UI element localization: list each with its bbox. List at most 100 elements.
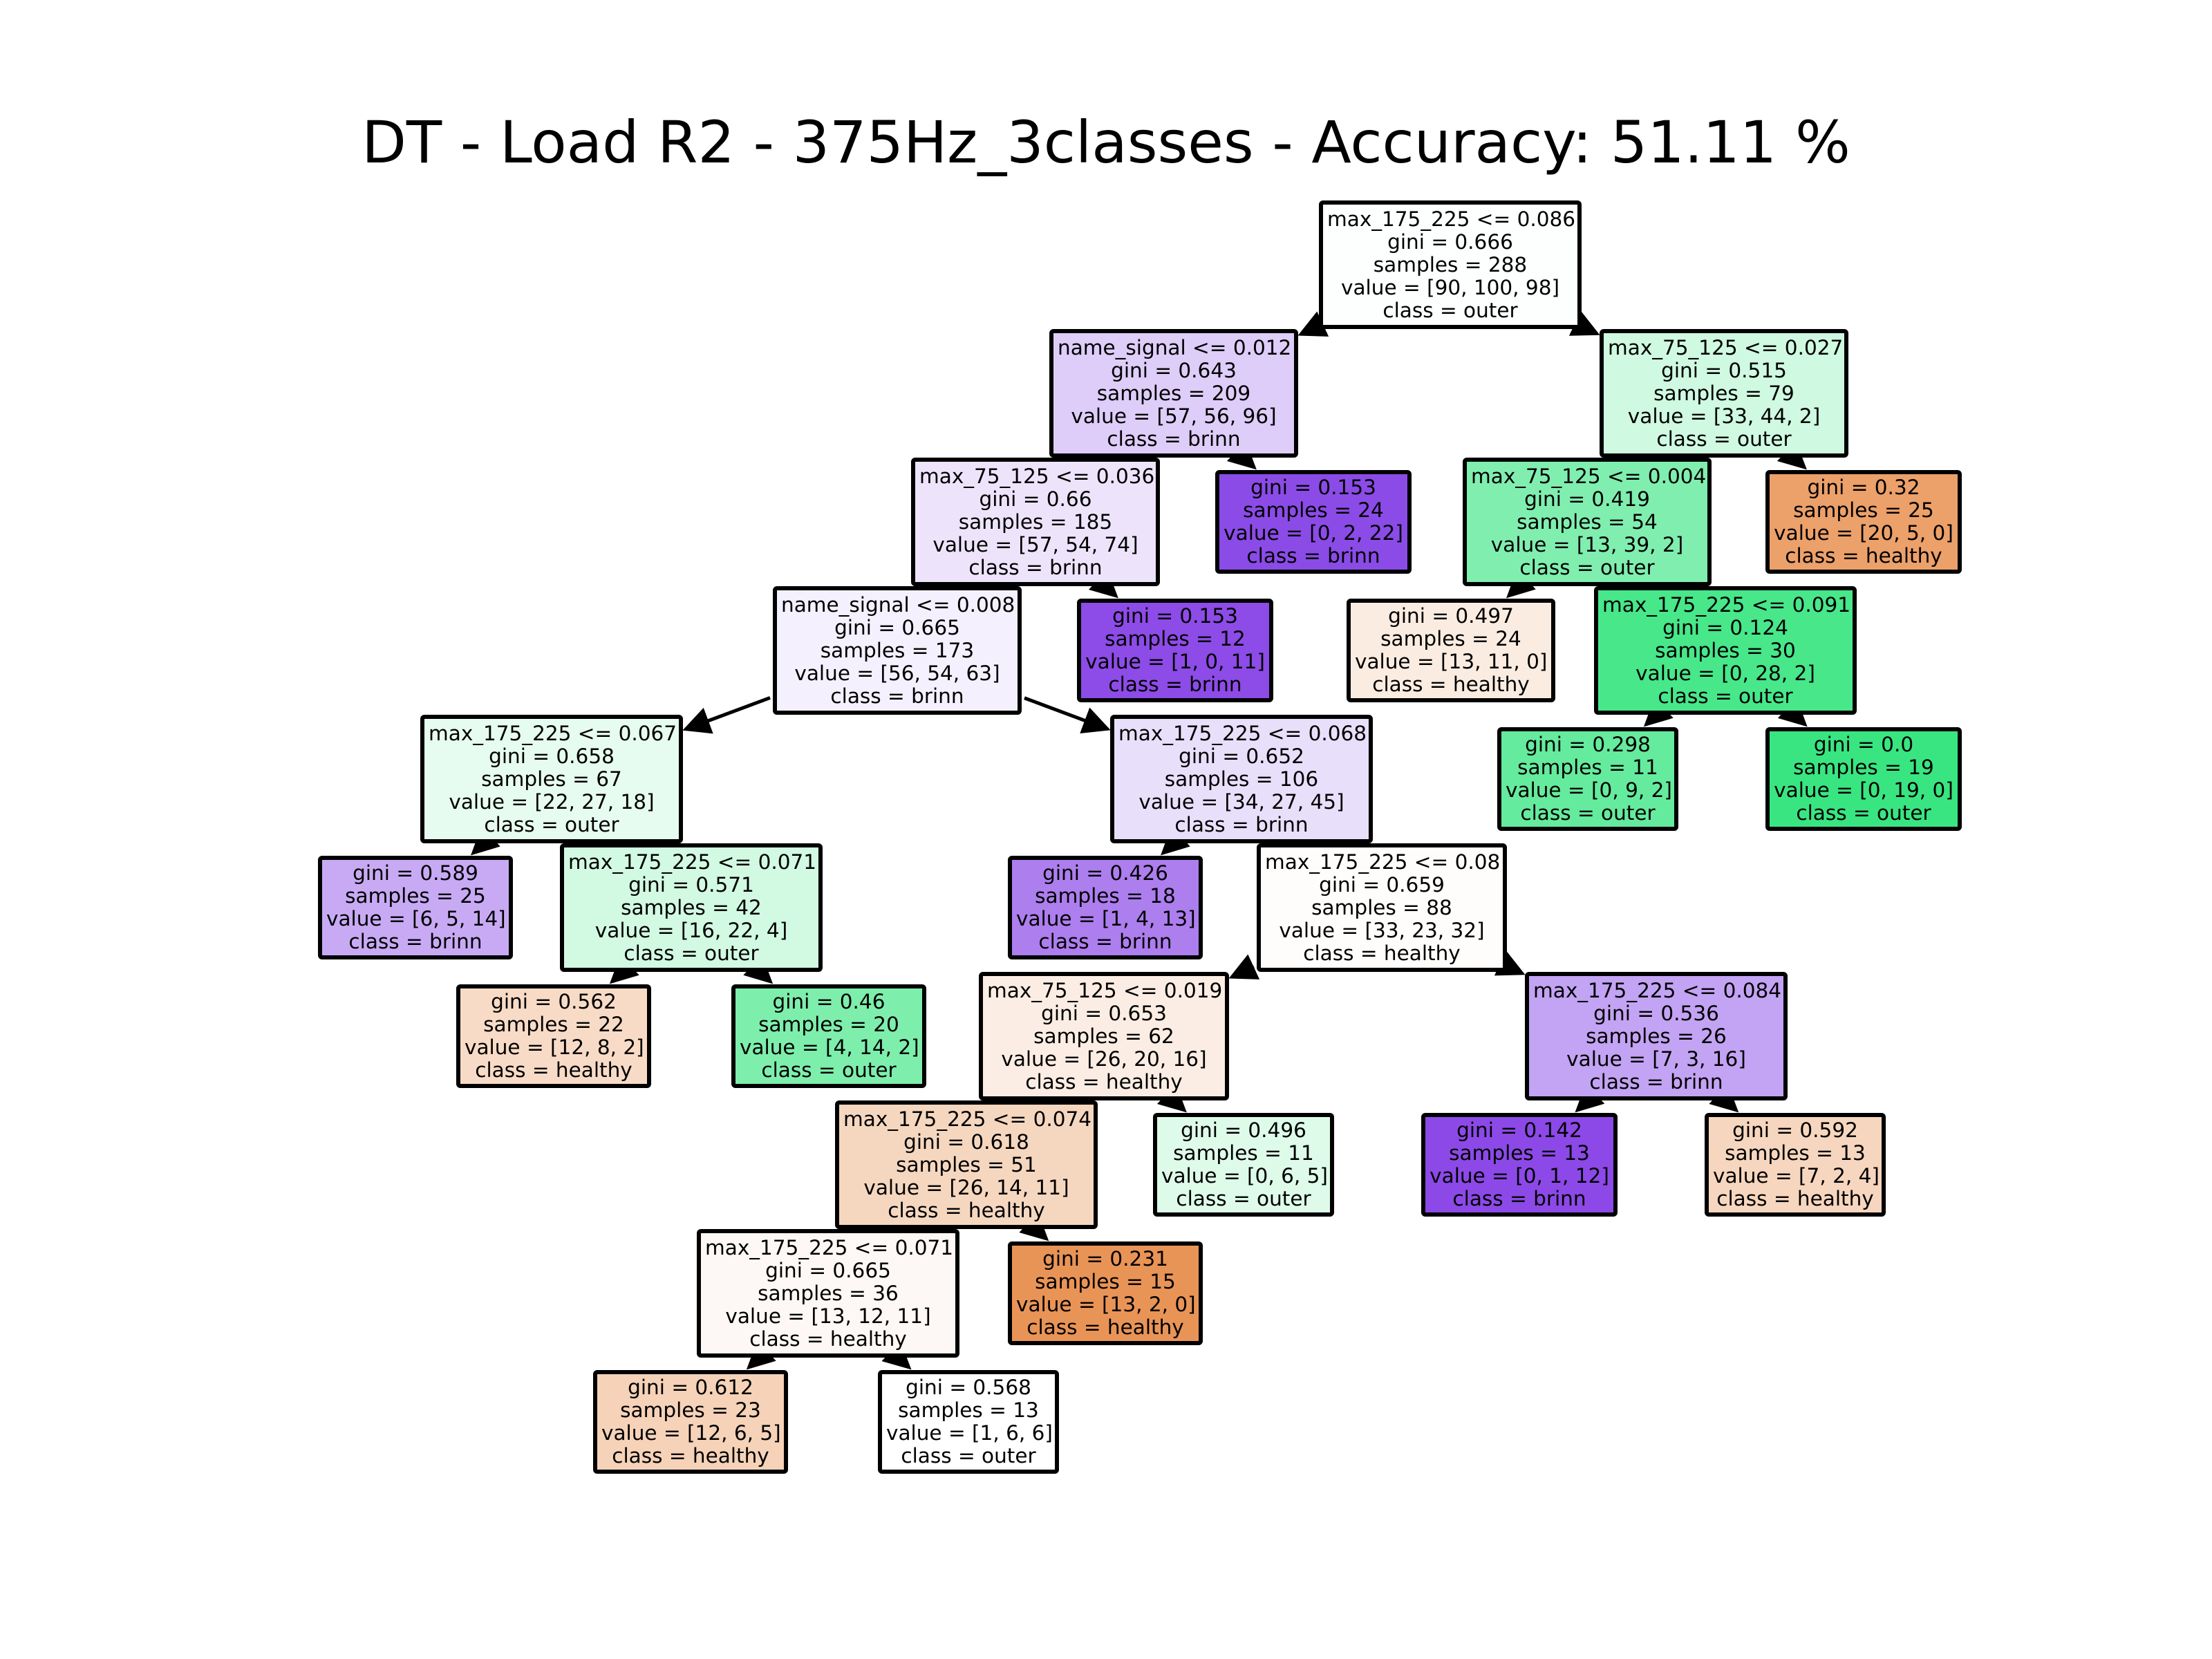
node-text-line: gini = 0.562 xyxy=(491,990,617,1013)
node-text-line: class = outer xyxy=(624,941,759,965)
node-text-line: samples = 288 xyxy=(1373,252,1528,276)
node-text-line: samples = 20 xyxy=(758,1013,899,1036)
node-text-line: gini = 0.419 xyxy=(1524,487,1650,511)
node-text-line: samples = 67 xyxy=(481,767,622,791)
node-text-line: max_175_225 <= 0.074 xyxy=(843,1107,1092,1131)
node-text-line: max_175_225 <= 0.068 xyxy=(1118,721,1367,745)
node-text-line: value = [56, 54, 63] xyxy=(794,661,1000,685)
node-text-line: samples = 11 xyxy=(1173,1141,1314,1165)
node-text-line: value = [0, 28, 2] xyxy=(1635,661,1815,685)
node-text-line: gini = 0.618 xyxy=(903,1130,1029,1154)
tree-edge xyxy=(1161,826,1190,856)
node-text-line: value = [57, 56, 96] xyxy=(1071,404,1277,428)
node-text-line: max_75_125 <= 0.036 xyxy=(919,464,1155,488)
node-text-line: class = healthy xyxy=(1303,941,1461,965)
node-text-line: gini = 0.497 xyxy=(1388,604,1514,628)
node-text-line: samples = 24 xyxy=(1243,498,1384,522)
node-text-line: gini = 0.653 xyxy=(1041,1001,1167,1025)
node-text-line: gini = 0.32 xyxy=(1807,476,1920,499)
node-text-line: value = [7, 2, 4] xyxy=(1713,1164,1880,1188)
tree-edge xyxy=(1643,697,1674,727)
tree-edge xyxy=(743,955,774,984)
node-text-line: class = healthy xyxy=(1785,544,1942,568)
node-text-line: class = brinn xyxy=(1038,930,1172,953)
node-text-line: class = healthy xyxy=(1025,1069,1183,1094)
node-text-line: samples = 209 xyxy=(1096,381,1251,405)
node-text-line: samples = 106 xyxy=(1164,767,1319,791)
node-text-line: value = [13, 2, 0] xyxy=(1016,1293,1196,1316)
tree-edge xyxy=(1777,697,1808,727)
node-text-line: class = outer xyxy=(484,812,619,836)
node-text-line: value = [16, 22, 4] xyxy=(594,918,788,942)
node-text-line: class = outer xyxy=(1520,801,1656,825)
node-text-line: value = [7, 3, 16] xyxy=(1566,1047,1746,1071)
tree-edge xyxy=(609,955,639,984)
node-text-line: name_signal <= 0.012 xyxy=(1058,335,1292,359)
node-text-line: gini = 0.142 xyxy=(1456,1118,1582,1142)
node-text-line: samples = 185 xyxy=(958,509,1113,534)
node-text-line: samples = 51 xyxy=(896,1152,1037,1177)
node-text-line: value = [0, 2, 22] xyxy=(1224,521,1403,545)
tree-edge xyxy=(746,1340,776,1370)
node-text-line: class = healthy xyxy=(749,1327,907,1351)
node-text-line: samples = 18 xyxy=(1035,884,1176,908)
node-text-line: max_75_125 <= 0.027 xyxy=(1608,335,1844,359)
node-text-line: samples = 13 xyxy=(1449,1141,1590,1165)
node-text-line: value = [20, 5, 0] xyxy=(1774,521,1953,545)
node-text-line: samples = 79 xyxy=(1653,381,1794,405)
node-text-line: class = brinn xyxy=(348,930,482,953)
node-text-line: samples = 173 xyxy=(820,638,975,662)
tree-edge xyxy=(1156,1083,1187,1113)
node-text-line: class = brinn xyxy=(1246,544,1380,568)
node-text-line: gini = 0.659 xyxy=(1319,872,1445,897)
node-text-line: value = [34, 27, 45] xyxy=(1138,789,1344,814)
node-text-line: value = [1, 6, 6] xyxy=(886,1421,1053,1445)
node-text-line: gini = 0.658 xyxy=(489,744,615,768)
figure-title: DT - Load R2 - 375Hz_3classes - Accuracy… xyxy=(362,109,1850,176)
tree-edge xyxy=(1777,440,1807,470)
node-text-line: gini = 0.0 xyxy=(1813,733,1914,756)
node-text-line: samples = 25 xyxy=(1793,498,1934,522)
tree-edge xyxy=(1019,1212,1049,1241)
node-text-line: gini = 0.643 xyxy=(1111,358,1237,382)
node-text-line: value = [13, 39, 2] xyxy=(1490,532,1684,556)
node-text-line: class = brinn xyxy=(1108,673,1242,696)
node-text-line: gini = 0.124 xyxy=(1662,615,1788,639)
node-text-line: samples = 36 xyxy=(758,1281,899,1305)
node-text-line: value = [4, 14, 2] xyxy=(740,1035,919,1059)
node-text-line: class = outer xyxy=(1656,427,1792,451)
node-text-line: class = outer xyxy=(1519,555,1655,579)
tree-edge xyxy=(1506,569,1536,599)
node-text-line: gini = 0.665 xyxy=(834,615,960,639)
node-text-line: max_175_225 <= 0.071 xyxy=(705,1235,954,1259)
node-text-line: value = [22, 27, 18] xyxy=(449,789,655,814)
node-text-line: gini = 0.426 xyxy=(1042,861,1168,885)
node-text-line: max_175_225 <= 0.084 xyxy=(1533,978,1782,1002)
tree-edge xyxy=(1709,1083,1739,1113)
tree-edge xyxy=(1226,440,1257,470)
node-text-line: value = [1, 4, 13] xyxy=(1016,907,1196,930)
node-text-line: value = [26, 20, 16] xyxy=(1001,1047,1207,1071)
node-text-line: gini = 0.536 xyxy=(1593,1001,1719,1025)
tree-edge xyxy=(1494,950,1526,976)
node-text-line: gini = 0.571 xyxy=(628,872,754,897)
node-text-line: class = healthy xyxy=(1372,673,1530,696)
node-text-line: value = [13, 12, 11] xyxy=(725,1304,931,1328)
tree-edge xyxy=(1088,569,1118,599)
